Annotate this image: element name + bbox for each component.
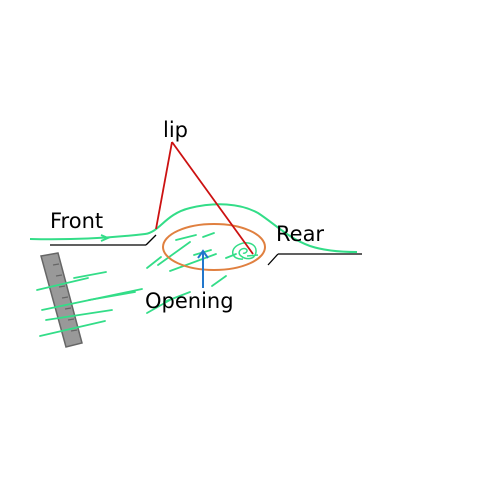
streak bbox=[45, 309, 113, 321]
label-rear: Rear bbox=[276, 222, 324, 246]
ruler-ticks bbox=[52, 263, 78, 332]
streak bbox=[88, 291, 136, 301]
streak bbox=[211, 275, 227, 287]
label-lip: lip bbox=[163, 118, 188, 142]
streak bbox=[39, 320, 106, 337]
ruler-body bbox=[40, 252, 83, 348]
streak bbox=[36, 277, 89, 291]
streak bbox=[202, 232, 215, 238]
streak bbox=[73, 271, 107, 279]
flow-curve bbox=[29, 203, 358, 253]
streak bbox=[157, 241, 191, 266]
streak bbox=[175, 234, 197, 241]
surface-front-edge bbox=[145, 234, 157, 246]
streak bbox=[146, 299, 171, 314]
surface-rear-edge bbox=[267, 253, 279, 266]
streak bbox=[225, 253, 237, 259]
lip-pointer bbox=[155, 141, 254, 255]
streak bbox=[146, 256, 162, 269]
surface-lines bbox=[50, 234, 362, 266]
lip-pointer-front bbox=[155, 141, 173, 230]
label-opening: Opening bbox=[145, 289, 234, 313]
opening-ring bbox=[162, 223, 266, 271]
arrow-up-icon bbox=[197, 249, 209, 288]
label-front: Front bbox=[50, 209, 103, 233]
ruler bbox=[40, 252, 83, 348]
lip-pointer-rear bbox=[171, 141, 254, 255]
arrow-right-icon bbox=[100, 234, 111, 242]
streak bbox=[163, 291, 191, 303]
swirl-icon bbox=[231, 242, 259, 260]
